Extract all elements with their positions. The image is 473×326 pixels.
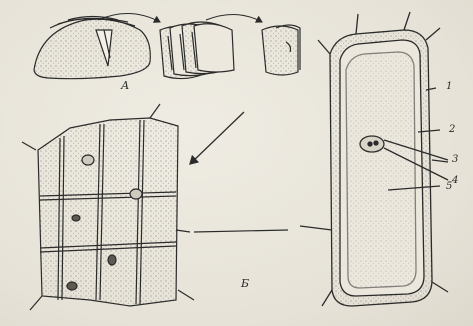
- panel-b-label: Б: [241, 278, 249, 289]
- arrow-a-to-b: [190, 112, 244, 164]
- arrow-scales-to-piece: [206, 14, 262, 22]
- cell-group: [22, 104, 194, 310]
- callout-5: 5: [446, 182, 452, 192]
- panel-a-label: А: [121, 80, 129, 91]
- onion-scales: [160, 22, 234, 79]
- arrow-b-to-cell: [194, 230, 288, 232]
- callout-1: 1: [446, 82, 452, 92]
- callout-4: 4: [452, 176, 458, 186]
- large-cell: [300, 12, 448, 306]
- callout-3: 3: [452, 155, 458, 165]
- onion-bulb: [34, 17, 150, 79]
- callout-2: 2: [449, 125, 455, 135]
- scale-piece: [262, 25, 300, 75]
